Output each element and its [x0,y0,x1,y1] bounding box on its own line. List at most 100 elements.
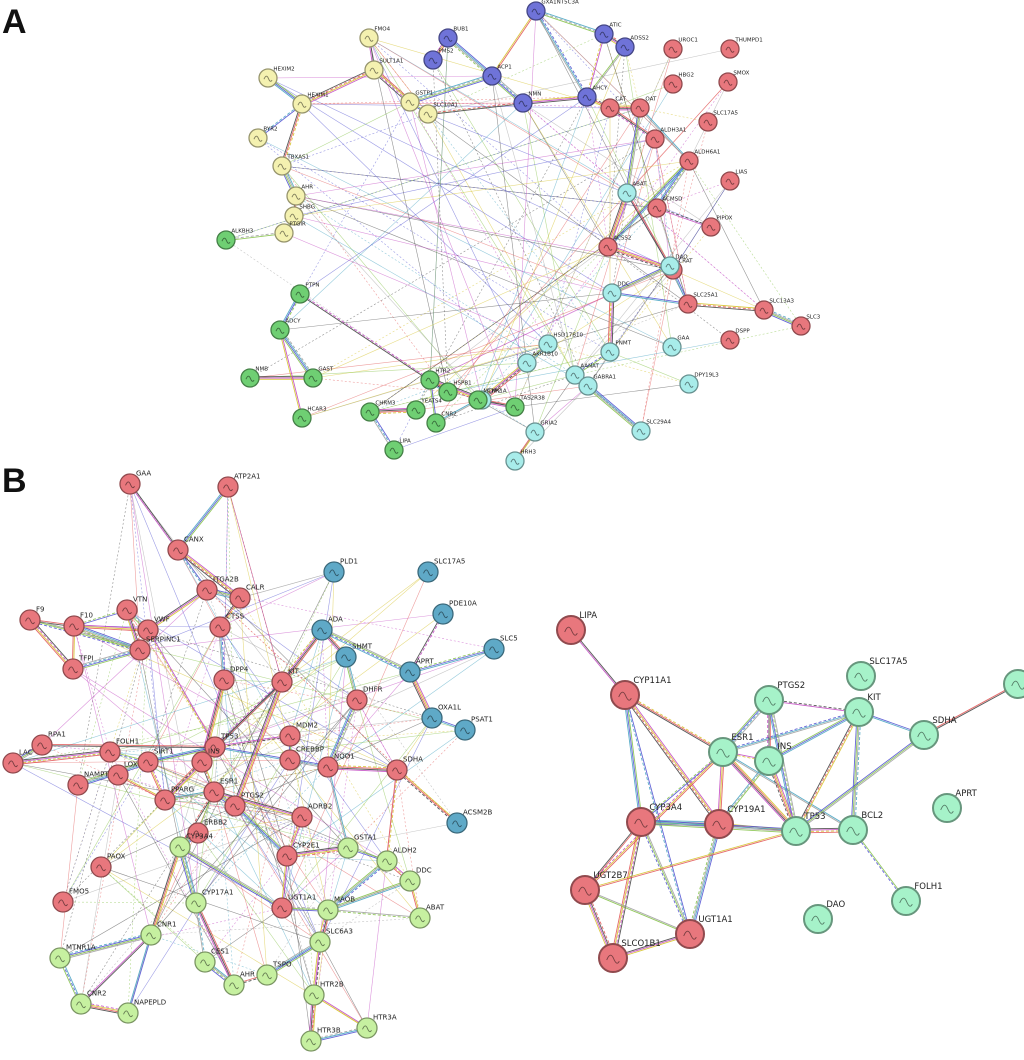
node-aprt[interactable]: APRT [399,658,434,683]
node-cat[interactable]: CAT [600,96,627,118]
node-htr2b[interactable]: HTR2B [303,981,344,1006]
node-dao[interactable]: DAO [660,254,688,276]
node-serpinc1[interactable]: SERPINC1 [129,636,181,661]
node-gaa[interactable]: GAA [119,470,151,495]
node-alkbh3[interactable]: ALKBH3 [216,228,254,250]
node-ces1[interactable]: CES1 [194,948,229,973]
node-akr1b10[interactable]: AKR1B10 [517,351,558,373]
node-folh1[interactable]: FOLH1 [99,738,139,763]
node-aldh6a1[interactable]: ALDH6A1 [679,149,720,171]
node-sdha[interactable]: SDHA [386,756,423,781]
node-pnmt[interactable]: PNMT [600,340,632,362]
node-pparg[interactable]: PPARG [154,786,194,811]
node-byr2[interactable]: BYR2 [248,126,278,148]
node-lox[interactable]: LOX [107,761,138,786]
node-oat[interactable]: OAT [630,96,657,118]
node-mdm2[interactable]: MDM2 [279,722,318,747]
node-ada[interactable]: ADA [311,616,343,641]
node-ins[interactable]: INS [754,742,792,776]
node-cyp17a1[interactable]: CYP17A1 [185,889,233,914]
node-dao[interactable]: DAO [803,900,845,934]
node-ptgs2[interactable]: PTGS2 [224,792,264,817]
node-erbb2[interactable]: ERBB2 [187,819,227,844]
node-ddc[interactable]: DDC [602,281,630,303]
node-htr3b[interactable]: HTR3B [300,1027,341,1052]
node-hbg2[interactable]: HBG2 [663,72,694,94]
node-ahcy[interactable]: AHCY [577,85,608,107]
node-aldh3a1[interactable]: ALDH3A1 [645,127,686,149]
node-ins[interactable]: INS [191,748,220,773]
node-gsta1[interactable]: GSTA1 [337,834,377,859]
node-slc29a4[interactable]: SLC29A4 [631,419,672,441]
node-gxa1[interactable]: GXA1NT5C3A [526,0,579,21]
node-f9[interactable]: F9 [19,606,44,631]
node-kit[interactable]: KIT [844,693,881,727]
node-sirt1[interactable]: SIRT1 [137,748,174,773]
node-bcl2[interactable]: BCL2 [838,811,883,845]
node-ugt1a1[interactable]: UGT1A1 [675,915,733,949]
node-hexim2[interactable]: HEXIM2 [258,66,295,88]
node-psat1[interactable]: PSAT1 [454,716,493,741]
node-dpp4[interactable]: DPP4 [213,666,249,691]
node-thumpd1[interactable]: THUMPD1 [720,37,763,59]
node-ddc[interactable]: DDC [1003,665,1024,699]
node-hcar3[interactable]: HCAR3 [292,406,327,428]
node-bub1[interactable]: BUB1 [438,26,468,48]
node-abat[interactable]: ABAT [617,181,647,203]
node-crebbp[interactable]: CREBBP [279,746,324,771]
node-hexim1[interactable]: HEXIM1 [292,92,329,114]
node-lac[interactable]: LAC [2,749,33,774]
node-aprt[interactable]: APRT [932,789,978,823]
node-htr3a[interactable]: HTR3A [356,1014,397,1039]
node-pms2[interactable]: PMS2 [423,48,453,70]
node-hspb1[interactable]: HSPB1 [438,380,472,402]
node-slc17a5[interactable]: SLC17A5 [417,558,465,583]
node-nmb[interactable]: NMB [240,366,268,388]
node-sdha[interactable]: SDHA [909,716,957,750]
node-chrm3[interactable]: CHRM3 [360,400,396,422]
node-tas2r38[interactable]: TAS2R38 [505,395,545,417]
node-pld1[interactable]: PLD1 [323,558,358,583]
node-adss2[interactable]: ADSS2 [615,35,649,57]
node-gaa[interactable]: GAA [662,335,690,357]
node-abat[interactable]: ABAT [409,904,445,929]
node-slc13a3[interactable]: SLC13A3 [754,298,795,320]
node-tp53[interactable]: TP53 [204,733,238,758]
node-ahr[interactable]: AHR [286,184,313,206]
node-paox[interactable]: PAOX [90,853,126,878]
node-hsd17b10[interactable]: HSD17B10 [538,332,584,354]
node-htr2[interactable]: HTR2 [420,368,450,390]
node-slc5[interactable]: SLC5 [483,635,518,660]
node-atp2a1[interactable]: ATP2A1 [217,473,260,498]
node-kit[interactable]: KIT [271,668,300,693]
node-lipa[interactable]: LIPA [384,438,411,460]
node-lipa[interactable]: LIPA [556,611,597,645]
node-ptgs2[interactable]: PTGS2 [754,681,805,715]
node-slc6a3[interactable]: SLC6A3 [309,928,353,953]
node-fmo4[interactable]: FMO4 [359,26,391,48]
node-fmo5[interactable]: FMO5 [52,888,89,913]
node-aanat[interactable]: AANAT [565,363,600,385]
node-gstp1[interactable]: GSTP1 [400,90,433,112]
node-maob[interactable]: MAOB [317,896,355,921]
node-mtnr1a[interactable]: MTNR1A [468,388,507,410]
node-cyp2e1[interactable]: CYP2E1 [276,842,320,867]
node-slco1b1[interactable]: SLCO1B1 [598,939,661,973]
node-nampt[interactable]: NAMPT [67,771,109,796]
node-acmsd[interactable]: ACMSD [647,196,682,218]
node-shmt[interactable]: SHMT [335,643,373,668]
node-ugt2b7[interactable]: UGT2B7 [570,871,628,905]
node-adcy[interactable]: ADCY [270,318,301,340]
node-dhfr[interactable]: DHFR [346,686,383,711]
node-dspp[interactable]: DSPP [720,328,750,350]
node-ahr[interactable]: AHR [223,971,255,996]
node-uroc1[interactable]: UROC1 [663,37,698,59]
node-napepld[interactable]: NAPEPLD [117,999,166,1024]
node-yeats4[interactable]: YEATS4 [406,398,442,420]
node-nqo1[interactable]: NQO1 [317,753,355,778]
node-cnr1[interactable]: CNR1 [140,921,176,946]
node-smox[interactable]: SMOX [718,70,750,92]
node-acss2[interactable]: ACSS2 [598,235,631,257]
node-tspo[interactable]: TSPO [256,961,292,986]
node-vwf[interactable]: VWF [137,616,170,641]
